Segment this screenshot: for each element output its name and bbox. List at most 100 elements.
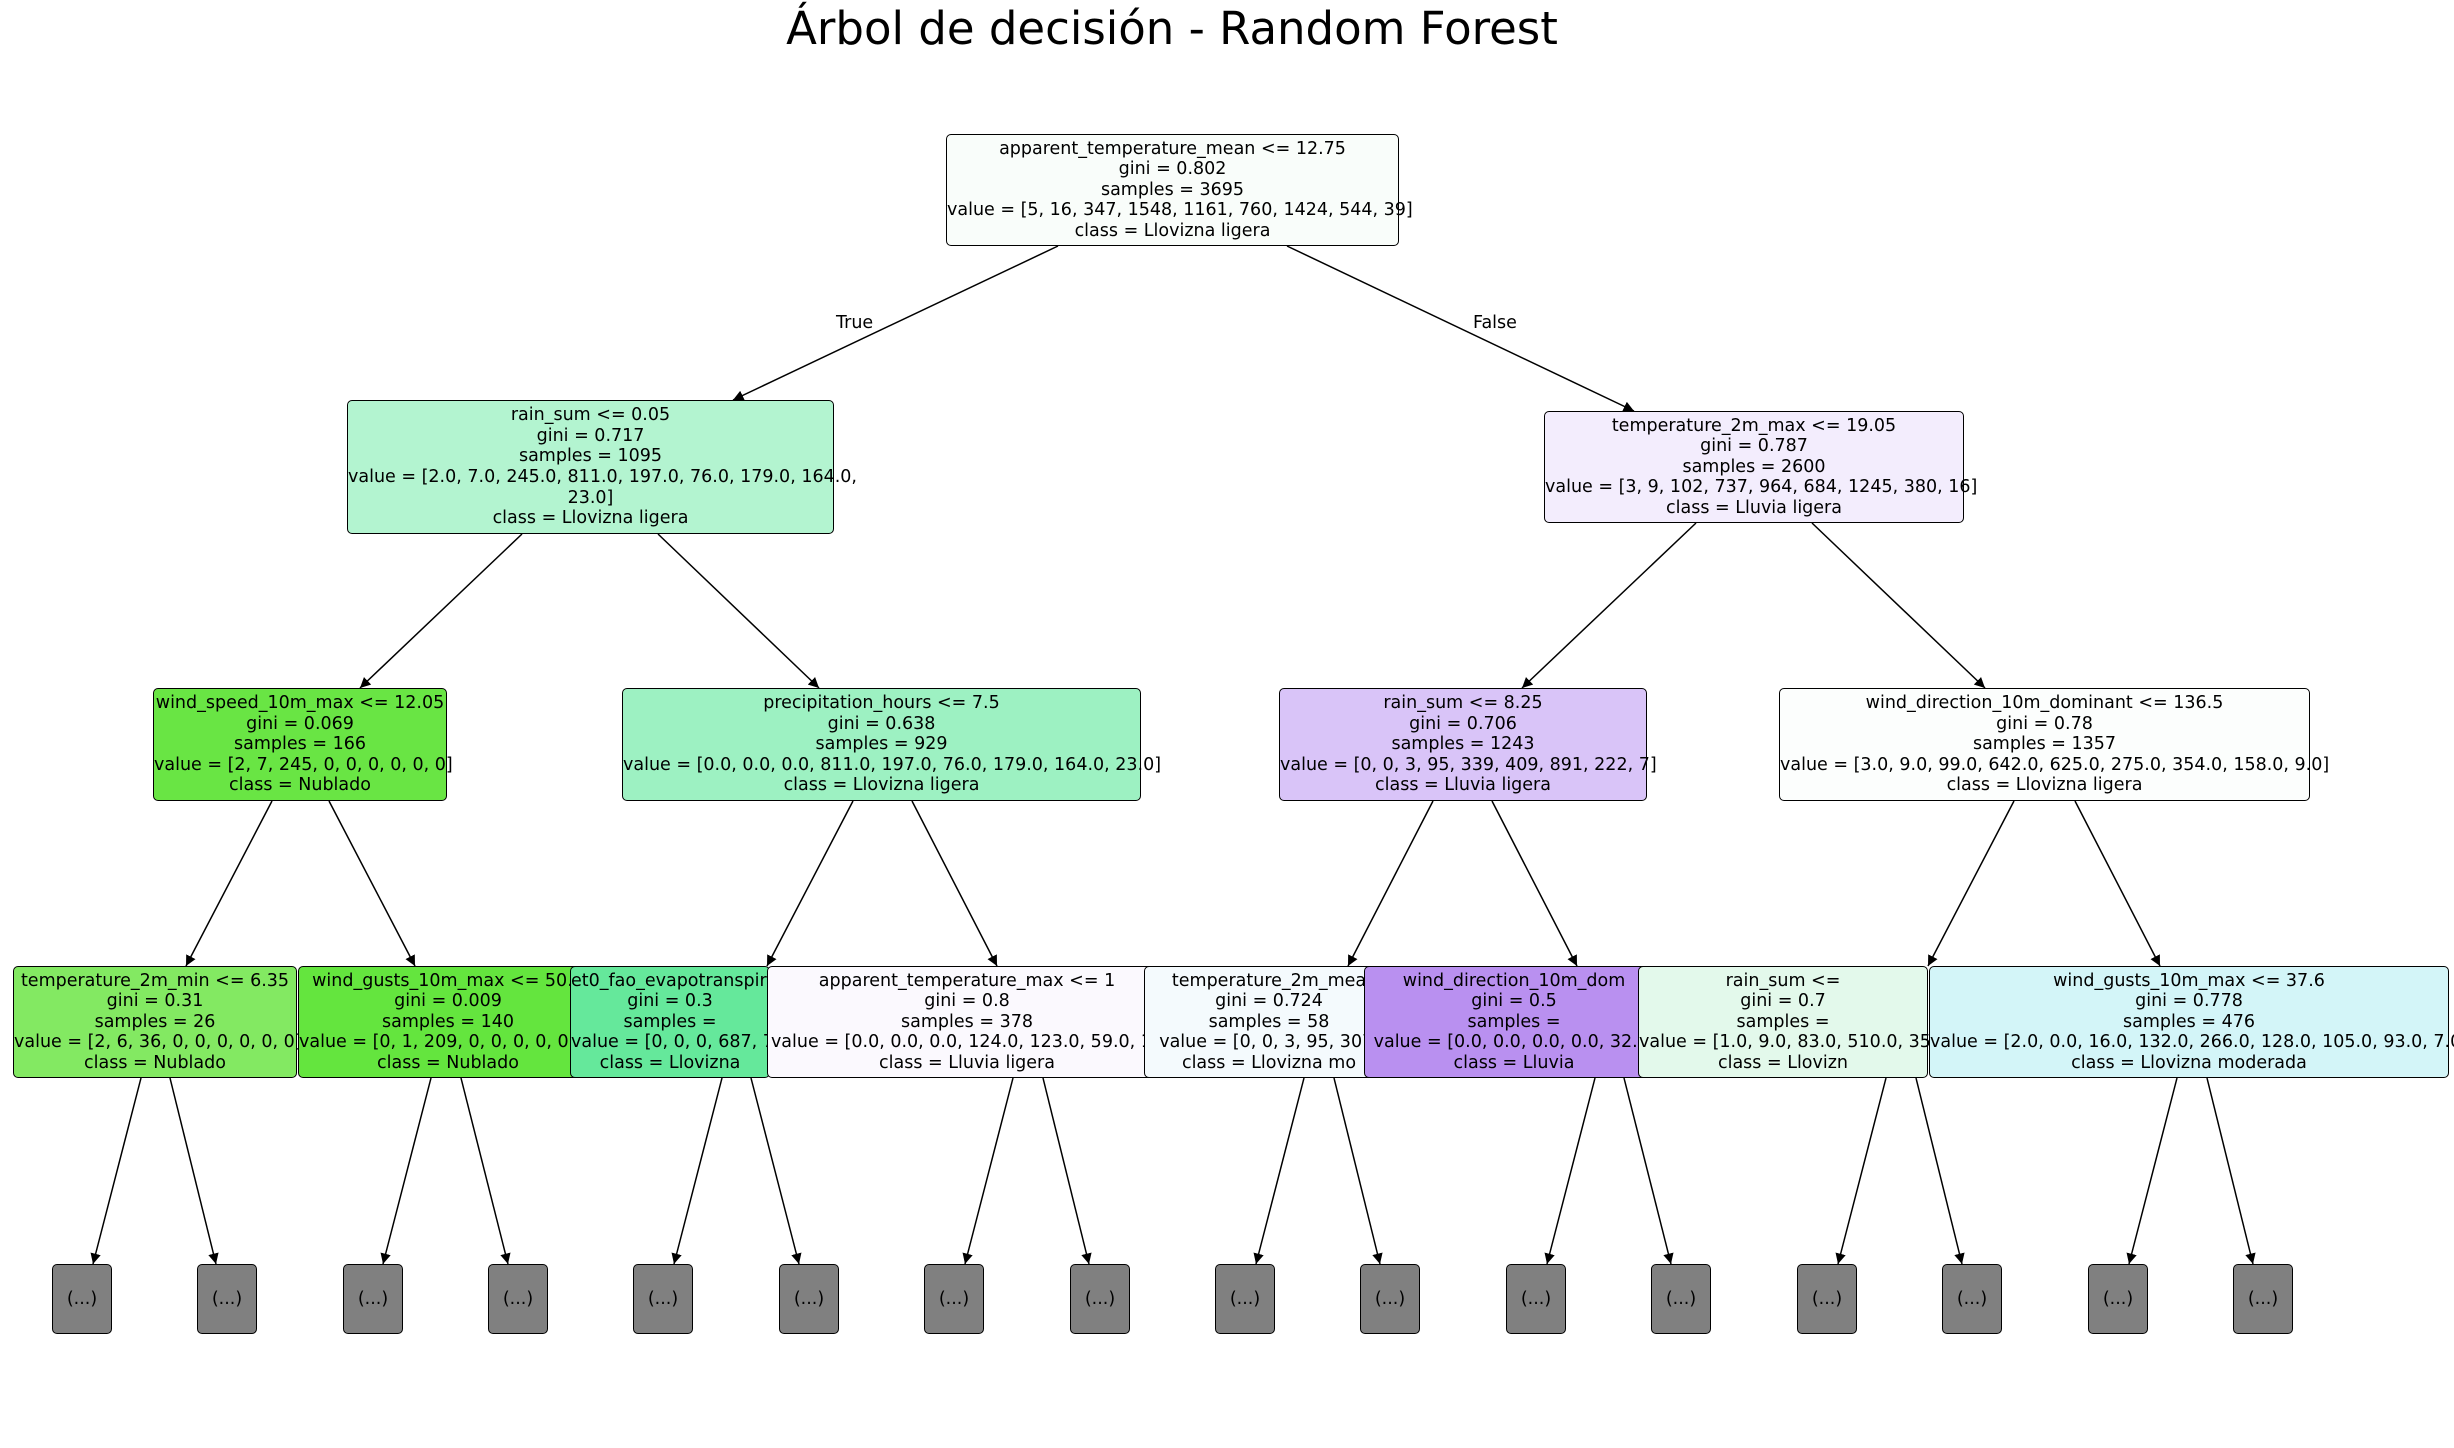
tree-edge xyxy=(2074,800,2161,967)
node-line: samples = 476 xyxy=(2123,1011,2255,1032)
tree-edge xyxy=(1491,800,1578,967)
node-line: wind_gusts_10m_max <= 50.6 xyxy=(312,970,584,991)
node-line: gini = 0.638 xyxy=(827,713,936,734)
node-line: samples = xyxy=(623,1011,717,1032)
node-line: class = Nublado xyxy=(229,775,371,796)
node-line: samples = 58 xyxy=(1208,1011,1330,1032)
tree-edge xyxy=(657,533,820,689)
node-line: rain_sum <= xyxy=(1725,970,1841,991)
node-line: rain_sum <= 0.05 xyxy=(510,405,671,426)
node-line: gini = 0.31 xyxy=(106,991,204,1012)
node-line: samples = 3695 xyxy=(1100,179,1245,200)
truncated-leaf: (...) xyxy=(779,1264,839,1334)
truncated-leaf: (...) xyxy=(2233,1264,2293,1334)
node-line: gini = 0.7 xyxy=(1740,991,1826,1012)
node-line: samples = 166 xyxy=(234,734,366,755)
node-line: class = Nublado xyxy=(377,1052,519,1073)
node-line: samples = 26 xyxy=(94,1011,216,1032)
node-line: temperature_2m_min <= 6.35 xyxy=(20,970,290,991)
node-line: samples = xyxy=(1736,1011,1830,1032)
node-line: samples = 140 xyxy=(382,1011,514,1032)
node-line: gini = 0.787 xyxy=(1700,436,1808,457)
tree-edge xyxy=(1347,800,1434,967)
node-line: precipitation_hours <= 7.5 xyxy=(763,693,1000,713)
node-line: gini = 0.717 xyxy=(536,425,645,446)
node-line: samples = 1243 xyxy=(1391,734,1535,755)
node-line: wind_direction_10m_dom xyxy=(1402,970,1626,991)
tree-edge xyxy=(1521,522,1697,689)
truncated-leaf: (...) xyxy=(1215,1264,1275,1334)
node-line: wind_direction_10m_dominant <= 136.5 xyxy=(1865,693,2224,713)
node-line: class = Llovizna ligera xyxy=(492,508,689,529)
node-line: gini = 0.8 xyxy=(924,991,1010,1012)
node-line: gini = 0.3 xyxy=(627,991,713,1012)
tree-edge xyxy=(1333,1077,1383,1265)
node-line: wind_speed_10m_max <= 12.05 xyxy=(155,693,445,713)
node-line: class = Llovizna ligera xyxy=(1074,220,1271,241)
node-line: class = Lluvia ligera xyxy=(879,1052,1055,1073)
truncated-leaf: (...) xyxy=(2088,1264,2148,1334)
truncated-leaf: (...) xyxy=(1942,1264,2002,1334)
tree-edge xyxy=(750,1077,802,1265)
node-line: gini = 0.706 xyxy=(1409,713,1517,734)
node-line: gini = 0.009 xyxy=(394,991,502,1012)
node-line: 23.0] xyxy=(567,487,614,508)
tree-edge xyxy=(732,245,1059,401)
node-line: value = [0, 1, 209, 0, 0, 0, 0, 0, 0] xyxy=(299,1032,598,1053)
node-line: temperature_2m_mea xyxy=(1171,970,1367,991)
node-line: et0_fao_evapotranspiration xyxy=(571,970,811,991)
tree-edge xyxy=(1927,800,2015,967)
node-line: value = [3.0, 9.0, 99.0, 642.0, 625.0, 2… xyxy=(1780,754,2330,775)
node-line: class = Lluvia ligera xyxy=(1375,775,1551,796)
truncated-leaf: (...) xyxy=(924,1264,984,1334)
node-line: gini = 0.802 xyxy=(1118,159,1227,180)
tree-edge xyxy=(2206,1077,2256,1265)
tree-edge xyxy=(1835,1077,1887,1265)
node-line: value = [0.0, 0.0, 0.0, 811.0, 197.0, 76… xyxy=(623,754,1162,775)
node-line: class = Llovizna ligera xyxy=(1946,775,2143,796)
chart-title: Árbol de decisión - Random Forest xyxy=(786,2,1558,55)
node-line: samples = 929 xyxy=(815,734,948,755)
truncated-leaf: (...) xyxy=(633,1264,693,1334)
node-line: value = [0.0, 0.0, 0.0, 124.0, 123.0, 59… xyxy=(770,1032,1164,1053)
node-line: wind_gusts_10m_max <= 37.6 xyxy=(2053,970,2325,991)
node-line: class = Lluvia ligera xyxy=(1666,497,1842,518)
tree-edge xyxy=(169,1077,219,1265)
node-line: samples = 2600 xyxy=(1682,456,1826,477)
node-line: class = Llovizna moderada xyxy=(2071,1052,2307,1073)
node-line: value = [5, 16, 347, 1548, 1161, 760, 14… xyxy=(947,200,1413,221)
tree-edge xyxy=(2126,1077,2178,1265)
node-line: gini = 0.069 xyxy=(246,713,354,734)
node-line: samples = 1095 xyxy=(518,446,663,467)
node-line: gini = 0.78 xyxy=(1996,713,2093,734)
node-line: apparent_temperature_max <= 1 xyxy=(818,970,1116,991)
truncated-leaf: (...) xyxy=(1070,1264,1130,1334)
truncated-leaf: (...) xyxy=(1651,1264,1711,1334)
node-line: apparent_temperature_mean <= 12.75 xyxy=(999,138,1346,159)
edge-label-false: False xyxy=(1473,313,1517,333)
node-line: temperature_2m_max <= 19.05 xyxy=(1611,415,1897,436)
node-line: value = [1.0, 9.0, 83.0, 510.0, 359 xyxy=(1639,1032,1943,1053)
node-line: class = Nublado xyxy=(84,1052,226,1073)
node-line: class = Lluvia xyxy=(1453,1052,1575,1073)
tree-edge xyxy=(1915,1077,1965,1265)
node-line: value = [0, 0, 0, 687, 7 xyxy=(571,1032,774,1053)
